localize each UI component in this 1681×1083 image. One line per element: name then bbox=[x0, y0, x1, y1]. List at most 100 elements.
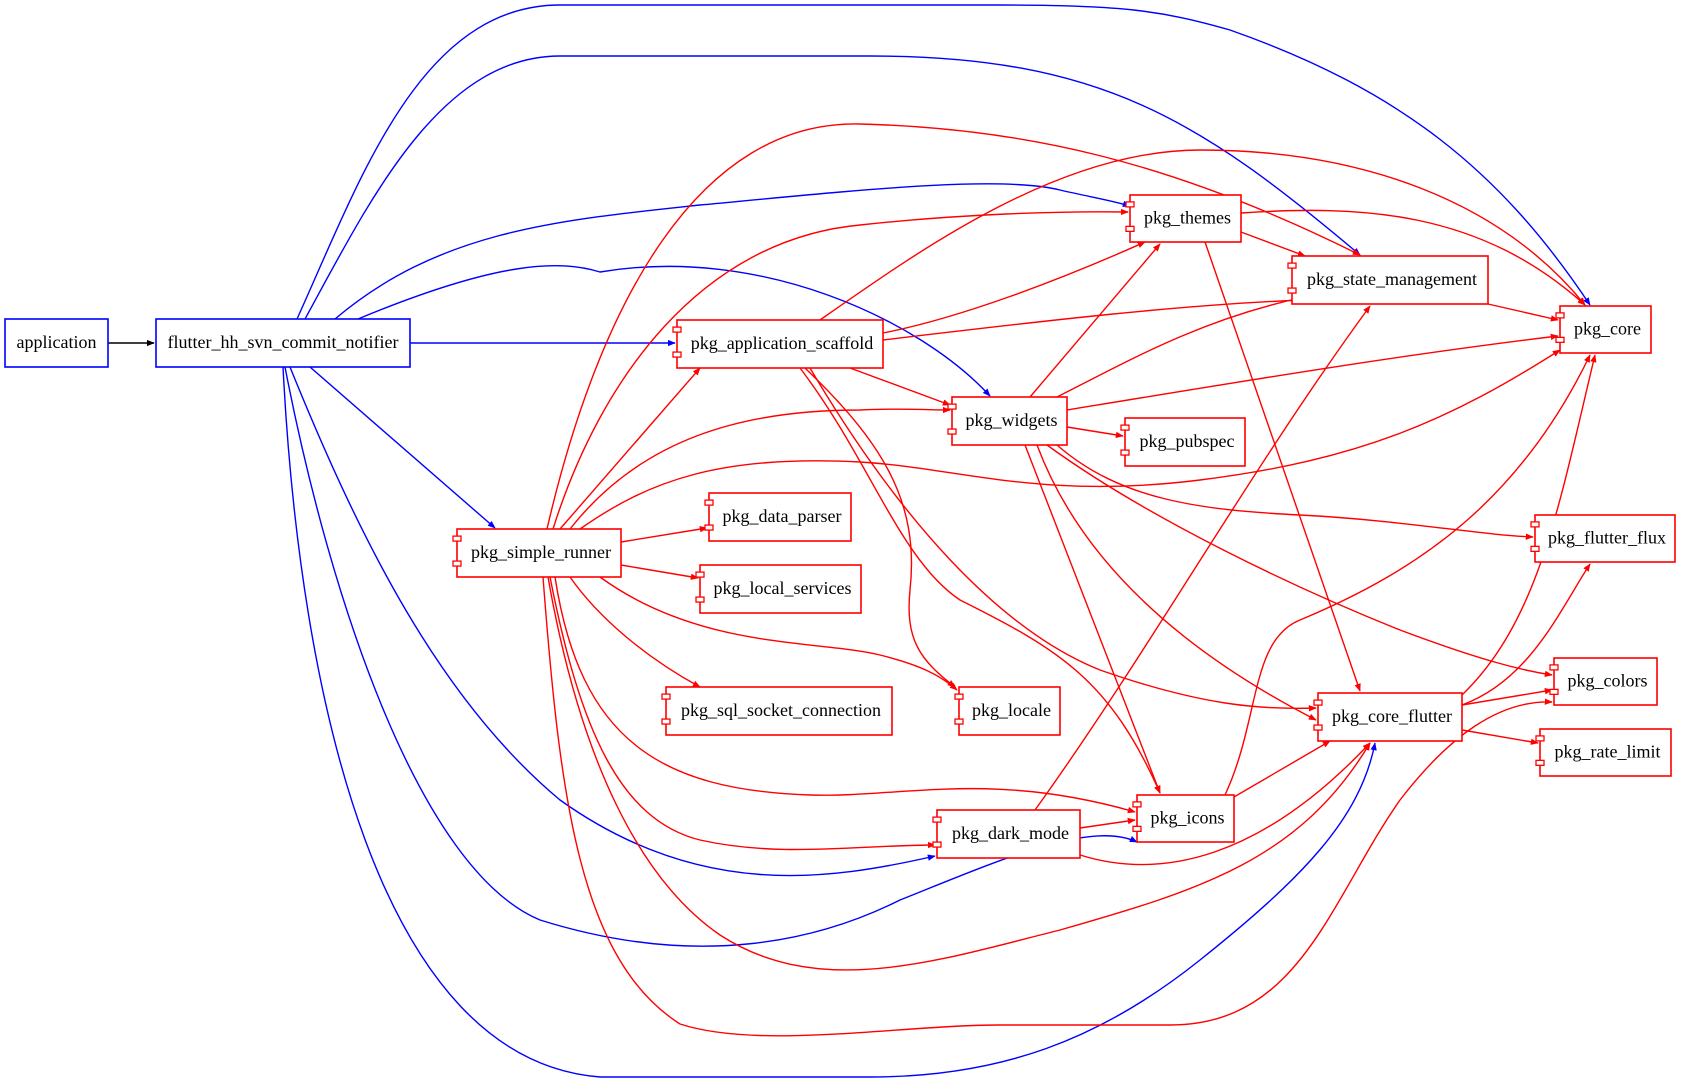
node-pkg-dark-mode[interactable]: pkg_dark_mode bbox=[932, 809, 1081, 859]
edge-pkg-dark-mode-to-pkg-state-management bbox=[1034, 305, 1371, 811]
edge-pkg-core-flutter-to-pkg-colors bbox=[1461, 688, 1553, 706]
edges-layer bbox=[108, 4, 1597, 1078]
node-pkg-themes[interactable]: pkg_themes bbox=[1125, 194, 1242, 243]
edge-flutter-hh-svn-commit-notifier-to-pkg-dark-mode bbox=[289, 366, 936, 877]
node-box bbox=[1124, 417, 1246, 467]
edge-pkg-widgets-to-pkg-core-flutter bbox=[1036, 444, 1317, 721]
edge-pkg-widgets-to-pkg-pubspec bbox=[1066, 426, 1124, 439]
edge-flutter-hh-svn-commit-notifier-to-pkg-themes bbox=[334, 183, 1131, 320]
edge-pkg-widgets-to-pkg-flutter-flux bbox=[1056, 444, 1534, 540]
edge-pkg-simple-runner-to-pkg-data-parser bbox=[620, 525, 708, 543]
component-tab-icon bbox=[695, 596, 705, 603]
edge-pkg-widgets-to-pkg-colors bbox=[1046, 444, 1553, 678]
edge-pkg-widgets-to-pkg-icons bbox=[1024, 444, 1161, 794]
node-flutter-hh-svn-commit-notifier[interactable]: flutter_hh_svn_commit_notifier bbox=[155, 318, 411, 368]
node-pkg-core[interactable]: pkg_core bbox=[1555, 305, 1652, 354]
edge-pkg-simple-runner-to-pkg-sql-socket-connection bbox=[569, 576, 701, 688]
node-label: pkg_local_services bbox=[714, 578, 852, 598]
node-label: pkg_dark_mode bbox=[952, 823, 1069, 843]
node-application[interactable]: application bbox=[4, 318, 109, 368]
component-tab-icon bbox=[672, 351, 682, 358]
edge-pkg-application-scaffold-to-pkg-core-flutter bbox=[809, 367, 1317, 712]
component-tab-icon bbox=[452, 535, 462, 542]
component-tab-icon bbox=[1549, 688, 1559, 695]
component-tab-icon bbox=[661, 693, 671, 700]
component-tab-icon bbox=[1555, 312, 1565, 319]
edge-pkg-dark-mode-to-pkg-core-flutter bbox=[1079, 742, 1371, 866]
node-label: pkg_sql_socket_connection bbox=[681, 700, 881, 720]
component-tab-icon bbox=[947, 428, 957, 435]
edge-flutter-hh-svn-commit-notifier-to-pkg-icons bbox=[284, 366, 1138, 947]
node-box bbox=[699, 564, 862, 614]
component-tab-icon bbox=[1535, 759, 1545, 766]
edge-pkg-simple-runner-to-pkg-colors bbox=[542, 576, 1553, 1037]
edge-pkg-themes-to-pkg-core bbox=[1240, 209, 1586, 306]
node-box bbox=[936, 809, 1081, 859]
node-box bbox=[1559, 305, 1652, 354]
node-label: pkg_core bbox=[1574, 319, 1641, 339]
node-box bbox=[456, 528, 622, 578]
node-box bbox=[1317, 692, 1463, 742]
edge-pkg-application-scaffold-to-pkg-core bbox=[819, 149, 1586, 321]
edge-pkg-core-flutter-to-pkg-rate-limit bbox=[1461, 729, 1539, 745]
edge-pkg-icons-to-pkg-core-flutter bbox=[1233, 740, 1331, 798]
node-box bbox=[958, 686, 1061, 736]
component-tab-icon bbox=[1530, 545, 1540, 552]
node-pkg-data-parser[interactable]: pkg_data_parser bbox=[704, 492, 852, 542]
node-pkg-application-scaffold[interactable]: pkg_application_scaffold bbox=[672, 319, 884, 369]
edge-pkg-dark-mode-to-pkg-icons bbox=[1079, 817, 1136, 829]
node-box bbox=[1291, 255, 1489, 305]
component-tab-icon bbox=[1313, 724, 1323, 731]
component-tab-icon bbox=[1313, 699, 1323, 706]
component-tab-icon bbox=[947, 403, 957, 410]
node-box bbox=[1534, 514, 1676, 563]
node-pkg-icons[interactable]: pkg_icons bbox=[1132, 794, 1235, 843]
node-pkg-simple-runner[interactable]: pkg_simple_runner bbox=[452, 528, 622, 578]
edge-pkg-simple-runner-to-pkg-themes bbox=[552, 208, 1129, 530]
node-label: pkg_locale bbox=[972, 700, 1051, 720]
edge-pkg-themes-to-pkg-state-management bbox=[1240, 231, 1306, 257]
edge-pkg-simple-runner-to-pkg-widgets bbox=[569, 406, 951, 530]
edge-pkg-simple-runner-to-pkg-state-management bbox=[546, 123, 1361, 530]
node-label: pkg_core_flutter bbox=[1332, 706, 1452, 726]
component-tab-icon bbox=[1132, 801, 1142, 808]
node-label: pkg_state_management bbox=[1307, 269, 1477, 289]
node-box bbox=[1539, 728, 1672, 777]
node-pkg-pubspec[interactable]: pkg_pubspec bbox=[1120, 417, 1246, 467]
edge-pkg-application-scaffold-to-pkg-themes bbox=[882, 241, 1146, 334]
node-label: pkg_themes bbox=[1144, 208, 1231, 228]
node-pkg-local-services[interactable]: pkg_local_services bbox=[695, 564, 862, 614]
component-tab-icon bbox=[954, 718, 964, 725]
node-pkg-flutter-flux[interactable]: pkg_flutter_flux bbox=[1530, 514, 1676, 563]
component-tab-icon bbox=[695, 571, 705, 578]
node-label: pkg_application_scaffold bbox=[691, 333, 874, 353]
component-tab-icon bbox=[704, 499, 714, 506]
component-tab-icon bbox=[1125, 225, 1135, 232]
nodes-layer: application flutter_hh_svn_commit_notifie… bbox=[4, 194, 1676, 859]
node-pkg-widgets[interactable]: pkg_widgets bbox=[947, 396, 1068, 446]
edge-pkg-simple-runner-to-pkg-core-flutter bbox=[547, 576, 1371, 971]
node-pkg-locale[interactable]: pkg_locale bbox=[954, 686, 1061, 736]
edge-pkg-simple-runner-to-pkg-core bbox=[579, 349, 1561, 530]
node-label: pkg_simple_runner bbox=[471, 542, 611, 562]
node-label: pkg_pubspec bbox=[1140, 431, 1235, 451]
edge-pkg-simple-runner-to-pkg-application-scaffold bbox=[559, 367, 701, 530]
node-pkg-sql-socket-connection[interactable]: pkg_sql_socket_connection bbox=[661, 686, 893, 736]
node-pkg-state-management[interactable]: pkg_state_management bbox=[1287, 255, 1489, 305]
component-tab-icon bbox=[1287, 262, 1297, 269]
edge-flutter-hh-svn-commit-notifier-to-pkg-simple-runner bbox=[309, 366, 496, 529]
node-box bbox=[4, 318, 109, 368]
component-tab-icon bbox=[1530, 521, 1540, 528]
component-tab-icon bbox=[932, 816, 942, 823]
node-label: pkg_rate_limit bbox=[1555, 742, 1661, 762]
component-tab-icon bbox=[1555, 336, 1565, 343]
node-pkg-core-flutter[interactable]: pkg_core_flutter bbox=[1313, 692, 1463, 742]
edge-pkg-simple-runner-to-pkg-locale bbox=[599, 576, 958, 691]
component-tab-icon bbox=[1125, 201, 1135, 208]
node-pkg-colors[interactable]: pkg_colors bbox=[1549, 657, 1658, 706]
edge-pkg-application-scaffold-to-pkg-state-management bbox=[882, 297, 1303, 341]
edge-pkg-widgets-to-pkg-themes bbox=[1029, 243, 1161, 398]
component-tab-icon bbox=[452, 560, 462, 567]
component-tab-icon bbox=[1549, 664, 1559, 671]
node-pkg-rate-limit[interactable]: pkg_rate_limit bbox=[1535, 728, 1672, 777]
